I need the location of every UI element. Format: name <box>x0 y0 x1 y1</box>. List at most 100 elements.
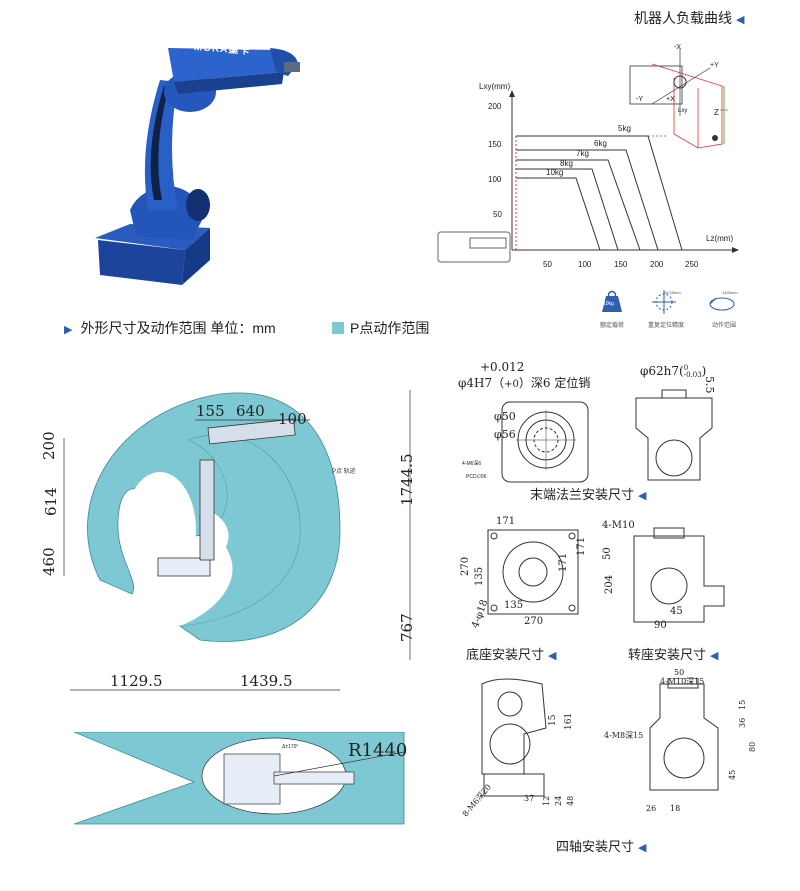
x-tick: 150 <box>614 260 628 269</box>
axis4-r80: 80 <box>748 741 757 752</box>
base-v171a: 171 <box>558 552 569 572</box>
axis4-title: 四轴安装尺寸◀ <box>556 839 647 854</box>
dim-right-1744: 1744.5 <box>398 453 416 507</box>
flange-thread: 4-M6深6 <box>462 461 482 467</box>
dim-left-460: 460 <box>40 547 58 576</box>
frame-label-neg-y: -Y <box>636 96 643 103</box>
base-v171b: 171 <box>576 536 587 556</box>
rotary-d90: 90 <box>654 620 667 631</box>
base-drawing: 171 270 135 135 270 171 171 4-φ18 <box>452 516 592 642</box>
range-legend-swatch <box>332 322 344 334</box>
axis4-m10: 4-M10深15 <box>660 677 705 686</box>
axis4-b26: 26 <box>646 804 657 813</box>
frame-label-pos-x: +X <box>666 96 675 103</box>
axis4-r50: 50 <box>674 668 685 677</box>
curve-label-10kg: 10kg <box>546 168 564 177</box>
load-curve-title: 机器人负载曲线◀ <box>634 10 745 26</box>
base-h270: 270 <box>460 556 471 576</box>
curve-label-8kg: 8kg <box>560 159 573 168</box>
flange-tol-top: +0.012 <box>480 360 525 374</box>
dim-top-155: 155 <box>196 402 225 420</box>
x-tick: 250 <box>685 260 699 269</box>
flange-shaft-spec: φ62h7(0-0.03) <box>640 363 707 379</box>
frame-label-z: Z <box>714 108 719 117</box>
flange-drawing: +0.012 φ4H7（+0）深6 定位销 φ62h7(0-0.03) 5.5 … <box>452 360 772 500</box>
rotary-d45: 45 <box>670 606 683 617</box>
p-trajectory-label: P点 轨迹 <box>332 469 356 475</box>
axis4-l15: 15 <box>548 714 558 726</box>
triangle-right-icon: ▶ <box>64 324 73 336</box>
robot-render: MOKA墨卡 <box>70 10 320 290</box>
curve-10kg <box>516 177 601 251</box>
y-axis-label: Lxy(mm) <box>479 82 511 91</box>
axis4-r36: 36 <box>738 717 747 728</box>
frame-label-lxy: Lxy <box>678 108 688 114</box>
motion-range-icon: 1440mm <box>708 290 738 312</box>
axis4-b18: 18 <box>670 804 681 813</box>
frame-label-pos-y: +Y <box>710 62 719 69</box>
y-tick: 200 <box>488 102 502 111</box>
dim-bottom-1129: 1129.5 <box>110 672 163 690</box>
flange-d50: φ50 <box>494 410 516 423</box>
repeat-precision-caption: 重复定位精度 <box>647 323 684 329</box>
base-w135: 135 <box>504 600 524 611</box>
frame-label-neg-x: -X <box>674 44 681 51</box>
axis4-l37: 37 <box>524 794 535 803</box>
dim-left-614: 614 <box>42 487 60 516</box>
rotary-d204: 204 <box>604 574 615 594</box>
dim-top-640: 640 <box>236 402 265 420</box>
axis4-l48: 48 <box>566 795 575 806</box>
x-tick: 200 <box>650 260 664 269</box>
rotary-drawing: 4-M10 50 204 45 90 <box>600 520 760 644</box>
flange-d56: φ56 <box>494 428 516 441</box>
range-legend: P点动作范围 <box>332 318 429 338</box>
triangle-left-icon: ◀ <box>736 14 745 26</box>
axis4-r15: 15 <box>738 699 747 710</box>
dim-left-200: 200 <box>40 431 58 460</box>
base-title: 底座安装尺寸◀ <box>466 647 557 662</box>
flange-hole-spec: φ4H7（+0）深6 定位销 <box>458 376 591 390</box>
x-tick: 50 <box>543 260 552 269</box>
axis4-l161: 161 <box>564 712 574 730</box>
dim-bottom-1439: 1439.5 <box>240 672 293 690</box>
rotary-m10: 4-M10 <box>602 520 635 531</box>
base-w171: 171 <box>496 516 516 527</box>
base-w270: 270 <box>524 616 544 627</box>
curve-label-7kg: 7kg <box>576 149 589 158</box>
y-tick: 150 <box>488 140 502 149</box>
rotary-title: 转座安装尺寸◀ <box>628 647 719 662</box>
spec-icons: 10kg 额定载荷 ±0.05mm 重复定位精度 1440mm 动作范围 <box>590 288 760 336</box>
load-curve-chart: Lxy(mm) Lz(mm) 200 150 100 50 50 100 150… <box>430 36 760 276</box>
rated-load-icon: 10kg <box>600 290 624 312</box>
axis4-m8: 4-M8深15 <box>604 731 644 740</box>
curve-7kg <box>516 159 641 251</box>
curve-5kg <box>516 135 683 251</box>
axis4-l24: 24 <box>554 795 563 806</box>
top-angle-label: Δ±170° <box>282 744 299 750</box>
flange-title: 末端法兰安装尺寸◀ <box>530 487 647 502</box>
y-tick: 50 <box>493 210 502 219</box>
repeat-precision-icon: ±0.05mm <box>652 290 681 314</box>
motion-range-caption: 动作范围 <box>711 323 736 329</box>
y-tick: 100 <box>488 175 502 184</box>
side-range-diagram: 155 640 100 200 614 460 1744.5 767 1129.… <box>40 380 430 700</box>
triangle-left-icon: ◀ <box>638 842 647 854</box>
curve-6kg <box>516 149 659 251</box>
curve-8kg <box>516 168 619 251</box>
rated-load-caption: 额定载荷 <box>599 323 624 329</box>
x-tick: 100 <box>578 260 592 269</box>
top-radius-label: R1440 <box>348 740 408 761</box>
axis4-r45: 45 <box>728 769 737 780</box>
section-dims-title: ▶外形尺寸及动作范围 单位：mm <box>64 320 276 336</box>
base-h135: 135 <box>474 566 485 586</box>
axis4-drawing-left: 15 161 12 24 48 37 8-M6深20 <box>452 668 592 818</box>
axis4-drawing-right: 4-M10深15 50 4-M8深15 15 36 80 45 26 18 <box>604 668 764 818</box>
curve-label-6kg: 6kg <box>594 139 607 148</box>
axis4-l12: 12 <box>542 795 551 806</box>
x-axis-label: Lz(mm) <box>706 234 734 243</box>
dim-top-100: 100 <box>278 410 307 428</box>
triangle-left-icon: ◀ <box>710 650 719 662</box>
dim-right-767: 767 <box>398 613 416 642</box>
flange-pcd: PCD∅56 <box>466 474 487 480</box>
triangle-left-icon: ◀ <box>638 490 647 502</box>
